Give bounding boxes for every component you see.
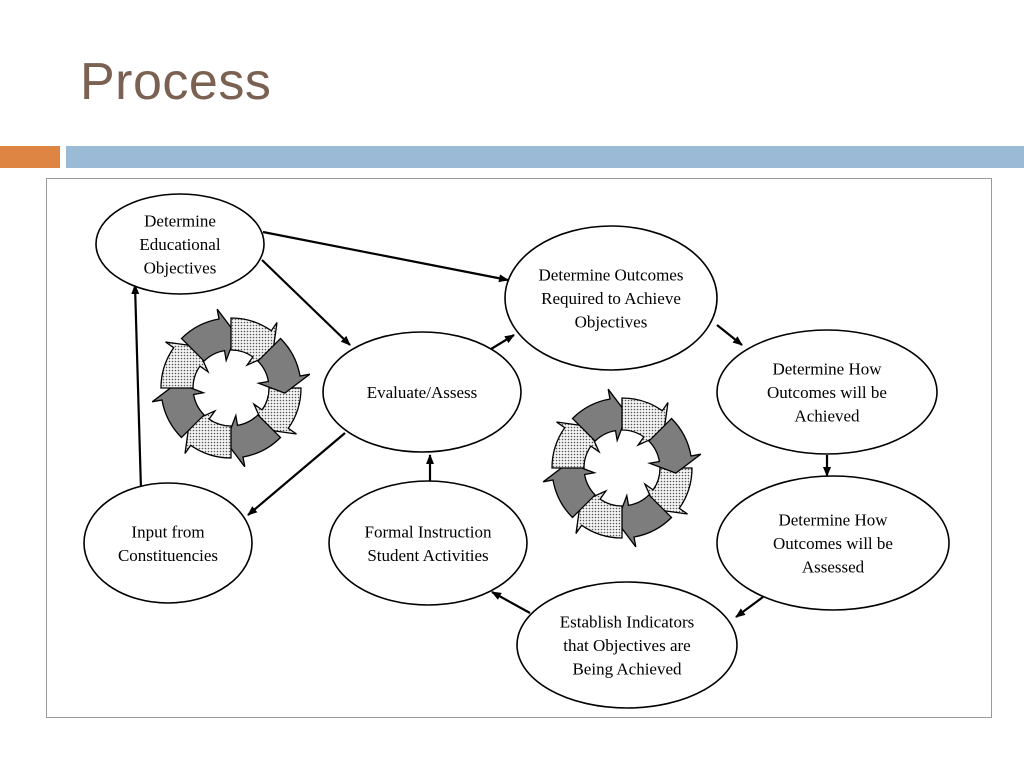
node-label-line: Formal Instruction [364, 522, 492, 541]
node-label-line: Determine Outcomes [539, 266, 684, 285]
arrow-outcomes_required-to-how_achieved [716, 324, 743, 346]
node-label-line: Achieved [794, 407, 860, 426]
accent-bar-orange [0, 146, 60, 168]
arrow-evaluate-to-constituencies [247, 432, 346, 516]
arrow-how_assessed-to-indicators [735, 596, 764, 618]
node-label-line: Objectives [575, 313, 648, 332]
arrow-indicators-to-instruction [491, 591, 531, 614]
node-label-line: Objectives [144, 259, 217, 278]
node-label-line: Determine [144, 212, 216, 231]
node-label-line: Being Achieved [572, 660, 682, 679]
arrow-objectives-to-evaluate [261, 259, 351, 346]
node-label-line: Determine How [772, 360, 882, 379]
left-cycle-icon [151, 308, 311, 468]
node-label-line: Constituencies [118, 546, 218, 565]
right-cycle-icon [542, 388, 702, 548]
node-label-line: Determine How [778, 511, 888, 530]
node-label-line: Outcomes will be [773, 534, 893, 553]
node-label-line: Evaluate/Assess [367, 383, 477, 402]
accent-bar-blue [66, 146, 1024, 168]
arrow-objectives-to-outcomes_required [262, 230, 509, 283]
slide-title: Process [80, 53, 272, 111]
node-label-line: Establish Indicators [560, 613, 695, 632]
node-evaluate: Evaluate/Assess [322, 331, 522, 453]
node-label-line: Assessed [802, 558, 865, 577]
node-label-line: Student Activities [367, 546, 488, 565]
node-label-line: Required to Achieve [541, 289, 681, 308]
node-label-line: Input from [131, 522, 204, 541]
node-label-line: that Objectives are [563, 636, 690, 655]
node-label-line: Outcomes will be [767, 383, 887, 402]
node-indicators: Establish Indicators that Objectives areB… [516, 581, 738, 709]
arrow-constituencies-to-objectives [131, 284, 143, 491]
node-label-line: Educational [139, 235, 220, 254]
